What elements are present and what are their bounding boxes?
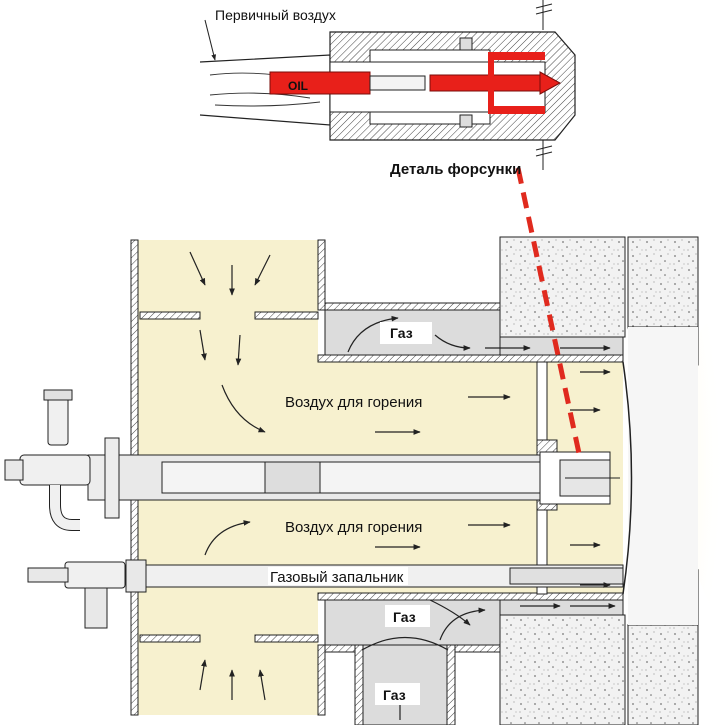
label-gas-pilot: Газовый запальник xyxy=(270,569,404,586)
nozzle-detail xyxy=(199,0,576,170)
gas-pilot xyxy=(27,559,624,629)
label-primary-air: Первичный воздух xyxy=(215,7,336,23)
label-gas-top-bg xyxy=(380,322,432,344)
oil-lance xyxy=(4,389,620,531)
label-oil: OIL xyxy=(288,79,308,93)
gas-flow-arrows xyxy=(347,315,616,720)
label-gas-pilot-bg xyxy=(268,567,408,585)
air-flow-arrows xyxy=(189,251,611,701)
label-gas-bottom-chamber: Газ xyxy=(393,609,416,625)
label-gas-bottom-bg xyxy=(385,605,430,627)
label-gas-inlet-bg xyxy=(375,683,420,705)
label-gas-top: Газ xyxy=(390,325,413,341)
label-gas-inlet: Газ xyxy=(383,687,406,703)
burner-walls xyxy=(130,239,326,716)
label-combustion-air-bottom: Воздух для горения xyxy=(285,519,422,536)
label-combustion-air-top: Воздух для горения xyxy=(285,394,422,411)
refractory-wall xyxy=(499,236,699,725)
label-nozzle-detail: Деталь форсунки xyxy=(390,161,521,178)
